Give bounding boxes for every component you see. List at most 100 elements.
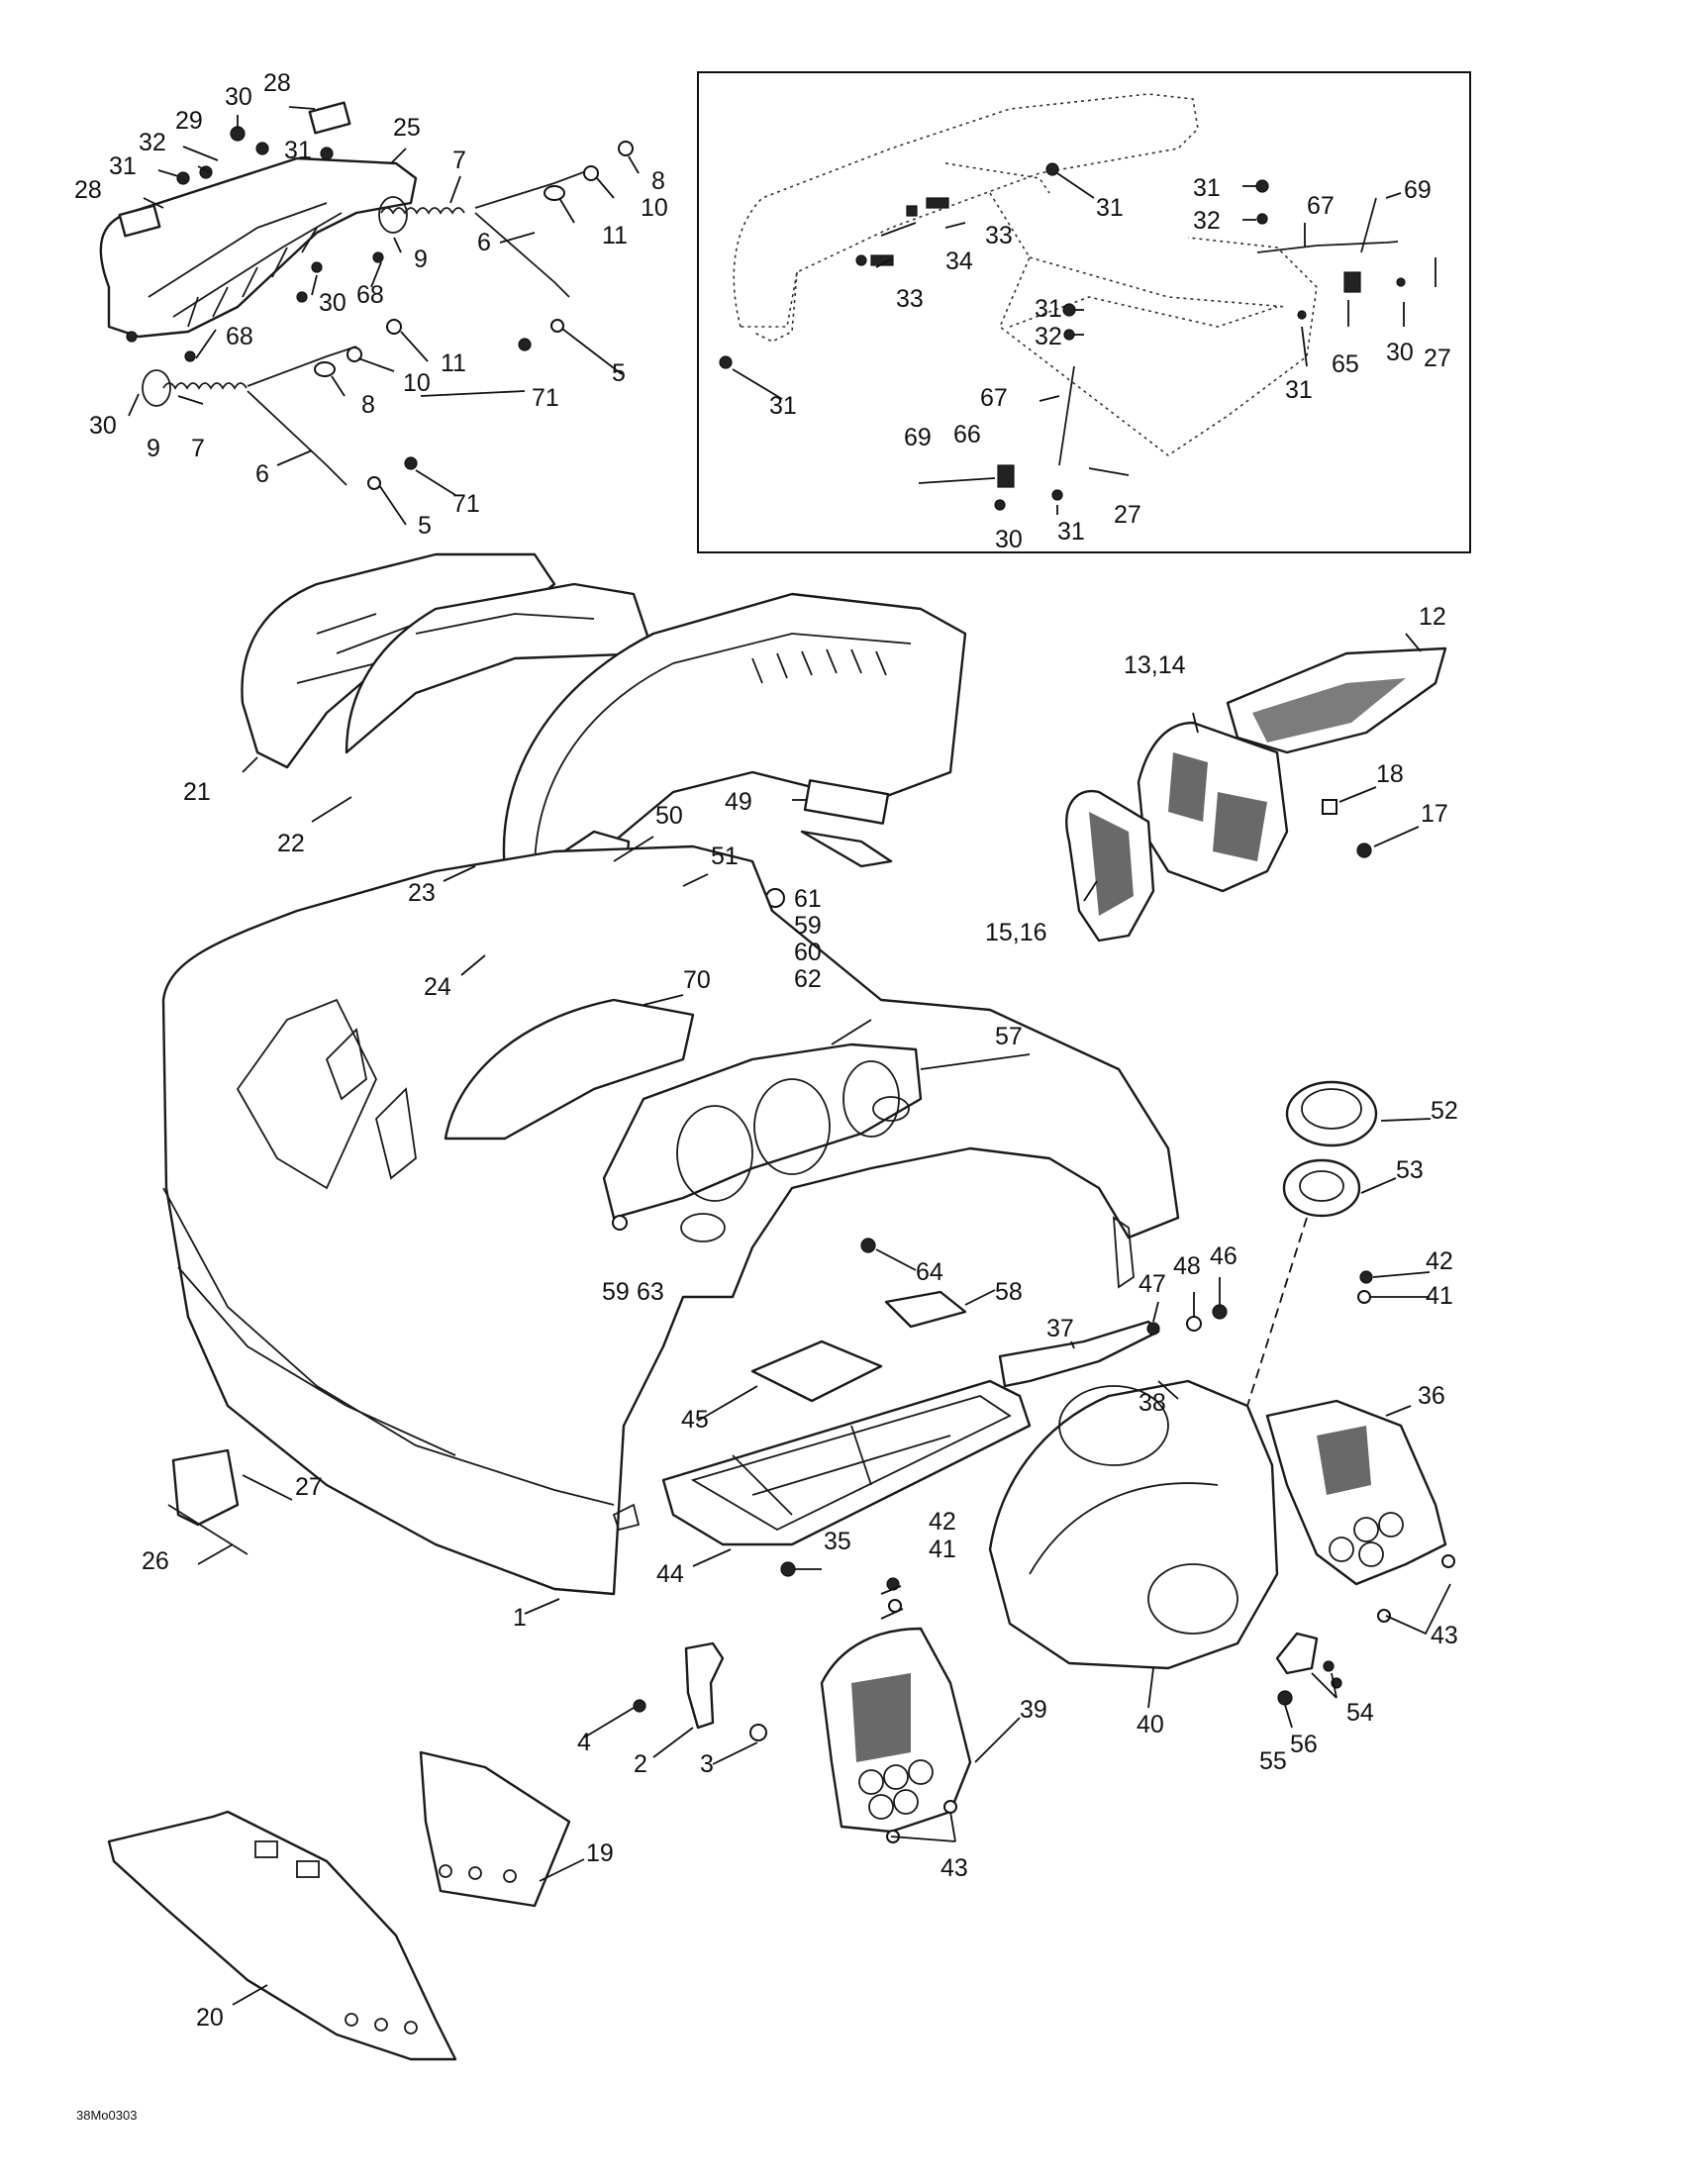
- tray-pad-45: [750, 1340, 883, 1403]
- inset-hardware: [719, 162, 1436, 511]
- callout-26: 26: [142, 1547, 169, 1575]
- callout-11: 11: [602, 222, 628, 249]
- callout-9: 9: [147, 435, 160, 462]
- callout-22: 22: [277, 830, 305, 857]
- bracket-37: [998, 1320, 1160, 1388]
- callout-32: 32: [139, 129, 166, 156]
- callout-71: 71: [532, 384, 559, 412]
- callout-59: 59: [602, 1278, 630, 1306]
- callout-48: 48: [1173, 1252, 1201, 1280]
- callout-30: 30: [1386, 339, 1414, 366]
- hood-body-1: [161, 844, 1180, 1596]
- callout-34: 34: [945, 248, 973, 275]
- callout-70: 70: [683, 966, 711, 994]
- callout-4: 4: [577, 1729, 591, 1756]
- callout-29: 29: [175, 107, 203, 135]
- clip-49: [800, 779, 893, 868]
- callout-44: 44: [656, 1560, 684, 1588]
- detail-inset-frame: [697, 71, 1471, 553]
- tank-cover-70: [444, 998, 695, 1141]
- callout-42: 42: [1426, 1247, 1453, 1275]
- bracket-2: [633, 1641, 767, 1741]
- console-40: [988, 1379, 1279, 1670]
- foam-strip-58: [884, 1290, 967, 1329]
- rear-flap-20: [107, 1810, 457, 2061]
- callout-7: 7: [191, 435, 205, 462]
- callout-9: 9: [414, 246, 428, 273]
- callout-69: 69: [904, 424, 932, 451]
- callout-15-16: 15,16: [985, 919, 1047, 946]
- callout-61: 61: [794, 885, 822, 913]
- fasteners-46-48: [1146, 1304, 1228, 1336]
- callout-46: 46: [1210, 1242, 1238, 1270]
- side-panel-13-14: [1137, 721, 1289, 893]
- springs-and-cables: [142, 167, 595, 486]
- callout-68: 68: [356, 281, 384, 309]
- callout-33: 33: [985, 222, 1013, 249]
- callout-18: 18: [1376, 760, 1404, 788]
- callout-42: 42: [929, 1508, 956, 1536]
- callout-31: 31: [109, 152, 137, 180]
- bumper-handles: [118, 101, 351, 238]
- side-panel-39: [820, 1627, 972, 1834]
- callout-39: 39: [1020, 1696, 1047, 1724]
- bumper-hardware: [126, 126, 634, 490]
- callout-30: 30: [995, 526, 1023, 553]
- callout-31: 31: [284, 137, 312, 164]
- callout-2: 2: [634, 1750, 647, 1778]
- callout-1: 1: [513, 1604, 527, 1632]
- callout-13-14: 13,14: [1124, 651, 1186, 679]
- side-panel-15-16: [1065, 789, 1155, 943]
- callout-11: 11: [441, 349, 466, 377]
- callout-30: 30: [225, 83, 252, 111]
- callout-58: 58: [995, 1278, 1023, 1306]
- mud-flap-19: [419, 1750, 571, 1908]
- callout-57: 57: [995, 1023, 1023, 1050]
- storage-tray-44: [661, 1379, 1032, 1546]
- callout-65: 65: [1332, 350, 1359, 378]
- rear-bumper: [99, 156, 418, 339]
- instrument-panel-57: [602, 1042, 923, 1242]
- callout-40: 40: [1137, 1711, 1164, 1738]
- callout-30: 30: [319, 289, 346, 317]
- callout-labels: 30 28 29 25 32 31 31 7 8 28 10 9 11 6 68…: [74, 69, 1458, 2123]
- callout-55: 55: [1259, 1747, 1287, 1775]
- callout-24: 24: [424, 973, 451, 1001]
- callout-5: 5: [612, 359, 626, 387]
- callout-69: 69: [1404, 176, 1432, 204]
- callout-5: 5: [418, 512, 432, 540]
- callout-27: 27: [295, 1473, 323, 1501]
- side-panel-36: [1265, 1399, 1447, 1586]
- callout-31: 31: [1035, 295, 1062, 323]
- callout-47: 47: [1138, 1270, 1166, 1298]
- windshield-23: [502, 592, 967, 952]
- callout-28: 28: [263, 69, 291, 97]
- callout-63: 63: [637, 1278, 664, 1306]
- callout-32: 32: [1035, 323, 1062, 350]
- callout-35: 35: [824, 1528, 851, 1555]
- callout-64: 64: [916, 1258, 943, 1286]
- callout-27: 27: [1114, 501, 1141, 529]
- latch-54-56: [1275, 1632, 1342, 1706]
- callout-31: 31: [1193, 174, 1221, 202]
- callout-36: 36: [1418, 1382, 1445, 1410]
- callout-3: 3: [700, 1750, 714, 1778]
- callout-31: 31: [1057, 518, 1085, 546]
- callout-66: 66: [953, 421, 981, 448]
- callout-37: 37: [1046, 1315, 1074, 1342]
- callout-62: 62: [794, 965, 822, 993]
- inset-bumper-outline: [733, 93, 1318, 456]
- callout-31: 31: [769, 392, 797, 420]
- fastener-17-18: [1322, 799, 1372, 858]
- callout-51: 51: [711, 843, 739, 870]
- callout-59: 59: [794, 912, 822, 940]
- callout-67: 67: [980, 384, 1008, 412]
- callout-45: 45: [681, 1406, 709, 1434]
- callout-31: 31: [1285, 376, 1313, 404]
- callout-19: 19: [586, 1839, 614, 1867]
- callout-28: 28: [74, 176, 102, 204]
- callout-17: 17: [1421, 800, 1448, 828]
- callout-6: 6: [255, 460, 269, 488]
- side-panel-12: [1226, 646, 1447, 754]
